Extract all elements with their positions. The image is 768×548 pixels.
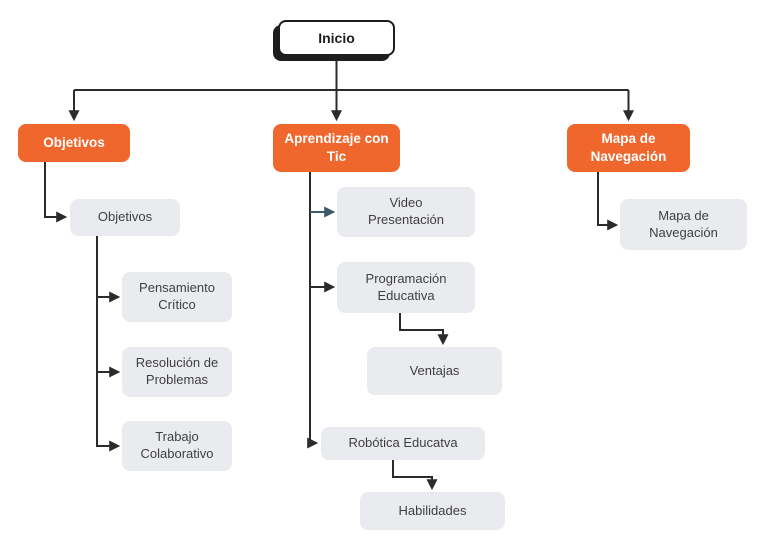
node-programacion-educativa: Programación Educativa: [337, 262, 475, 313]
edge-sub-to-trabajo: [96, 236, 121, 452]
edge-robotica-to-habilidades: [392, 460, 438, 491]
node-robotica-educatva: Robótica Educatva: [321, 427, 485, 460]
edge-mapa-to-sub: [597, 172, 619, 231]
node-sub-objetivos: Objetivos: [70, 199, 180, 236]
node-inicio: Inicio: [278, 20, 395, 56]
edge-objetivos-to-sub: [44, 162, 68, 223]
node-branch-aprendizaje-con-tic: Aprendizaje con Tic: [273, 124, 400, 172]
node-ventajas: Ventajas: [367, 347, 502, 395]
node-sub-mapa-de-navegacion: Mapa de Navegación: [620, 199, 747, 250]
edge-programacion-to-ventajas: [399, 313, 449, 346]
node-video-presentacion: Video Presentación: [337, 187, 475, 237]
node-trabajo-colaborativo: Trabajo Colaborativo: [122, 421, 232, 471]
node-habilidades: Habilidades: [360, 492, 505, 530]
edge-aprendizaje-to-robotica: [307, 172, 319, 449]
node-branch-mapa-de-navegacion: Mapa de Navegación: [567, 124, 690, 172]
node-resolucion-de-problemas: Resolución de Problemas: [122, 347, 232, 397]
node-branch-objetivos: Objetivos: [18, 124, 130, 162]
node-pensamiento-critico: Pensamiento Crítico: [122, 272, 232, 322]
